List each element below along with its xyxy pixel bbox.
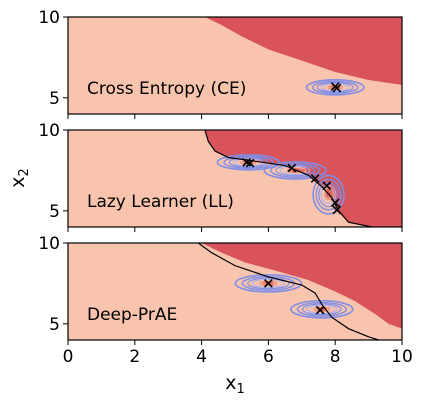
data-marker xyxy=(322,181,332,191)
region-high xyxy=(201,243,402,329)
panel-label: Cross Entropy (CE) xyxy=(87,79,246,99)
x-tick-label: 0 xyxy=(63,347,74,367)
y-axis-title: x2 xyxy=(7,168,32,188)
y-tick-label: 10 xyxy=(38,121,60,141)
data-marker xyxy=(332,83,342,93)
y-tick-label: 5 xyxy=(49,315,60,335)
density-contour-1 xyxy=(305,79,365,96)
panel-frame xyxy=(67,242,403,341)
data-marker xyxy=(330,198,340,208)
panel-frame xyxy=(67,16,403,115)
density-contour-3 xyxy=(312,174,345,215)
y-tick-label: 5 xyxy=(49,202,60,222)
panel-1: Cross Entropy (CE) 5 10 xyxy=(38,8,403,119)
decision-boundary xyxy=(197,243,379,340)
density-contour-2 xyxy=(263,161,327,180)
data-marker xyxy=(310,174,320,183)
data-marker xyxy=(332,205,342,215)
data-marker xyxy=(287,163,297,173)
x-tick-label: 2 xyxy=(129,347,140,367)
x-tick-label: 6 xyxy=(263,347,274,367)
x-axis-title: x1 xyxy=(225,372,245,397)
panel-2: Lazy Learner (LL) 5 10 xyxy=(38,121,403,232)
x-tick-label: 4 xyxy=(196,347,207,367)
y-tick-label: 5 xyxy=(49,89,60,109)
y-tick-label: 10 xyxy=(38,8,60,28)
density-contour-1 xyxy=(234,274,303,293)
region-high xyxy=(204,17,402,85)
data-marker xyxy=(315,305,325,315)
panel-label: Deep-PrAE xyxy=(87,305,177,325)
panel-3: Deep-PrAE 5 10 0 2 4 6 8 10 xyxy=(38,234,412,367)
panel-label: Lazy Learner (LL) xyxy=(87,192,234,212)
data-marker xyxy=(245,158,255,168)
panel-frame xyxy=(67,129,403,228)
data-marker xyxy=(264,279,273,288)
x-tick-label: 8 xyxy=(330,347,341,367)
x-tick-label: 10 xyxy=(391,347,413,367)
y-tick-label: 10 xyxy=(38,234,60,254)
